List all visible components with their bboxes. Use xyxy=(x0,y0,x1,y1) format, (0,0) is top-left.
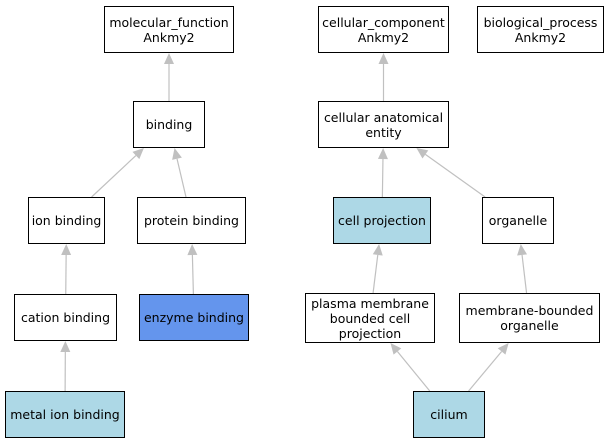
edge-binding-to-molecular_function xyxy=(164,53,174,101)
edge-line xyxy=(425,153,486,198)
node-label: cilium xyxy=(430,407,468,422)
edge-line xyxy=(372,254,379,294)
node-molecular-function: molecular_function Ankmy2 xyxy=(104,6,234,53)
arrowhead-icon xyxy=(497,343,509,355)
edge-line xyxy=(521,254,528,294)
node-label: enzyme binding xyxy=(143,310,244,325)
edge-cilium-to-membrane_bounded_organelle xyxy=(468,343,509,392)
edge-protein_binding-to-binding xyxy=(172,148,187,198)
edge-cilium-to-plasma_membrane_bounded_cell_projection xyxy=(390,343,431,392)
edge-enzyme_binding-to-protein_binding xyxy=(187,244,198,295)
arrowhead-icon xyxy=(172,148,182,160)
node-label: metal ion binding xyxy=(10,407,120,422)
node-label: protein binding xyxy=(143,213,239,228)
node-label: membrane-bounded organelle xyxy=(465,303,594,333)
node-cilium: cilium xyxy=(413,391,485,438)
node-organelle: organelle xyxy=(482,197,554,244)
arrowhead-icon xyxy=(378,53,389,64)
arrowhead-icon xyxy=(372,244,383,256)
arrowhead-icon xyxy=(390,343,402,355)
node-label: cellular_component Ankmy2 xyxy=(322,14,445,45)
node-label: binding xyxy=(145,117,193,132)
node-label: cellular anatomical entity xyxy=(323,109,444,140)
edge-line xyxy=(396,351,431,392)
edge-cell_projection-to-cellular_anatomical_entity xyxy=(377,148,388,198)
node-cellular-anatomical-entity: cellular anatomical entity xyxy=(318,101,449,148)
arrowhead-icon xyxy=(132,148,144,160)
node-label: cation binding xyxy=(20,310,111,325)
node-enzyme-binding: enzyme binding xyxy=(139,294,249,341)
edge-line xyxy=(91,155,137,198)
edge-ion_binding-to-binding xyxy=(91,148,144,198)
arrowhead-icon xyxy=(377,148,388,160)
edge-cellular_anatomical_entity-to-cellular_component xyxy=(378,53,389,101)
edge-line xyxy=(176,158,187,198)
node-biological-process: biological_process Ankmy2 xyxy=(477,6,604,53)
node-label: ion binding xyxy=(31,213,102,228)
edge-line xyxy=(381,158,384,198)
arrowhead-icon xyxy=(60,341,71,353)
node-ion-binding: ion binding xyxy=(28,197,105,244)
node-cell-projection: cell projection xyxy=(333,197,431,244)
node-label: molecular_function Ankmy2 xyxy=(109,14,229,45)
arrowhead-icon xyxy=(517,244,528,256)
node-binding: binding xyxy=(133,101,205,148)
arrowhead-icon xyxy=(164,53,174,64)
node-label: organelle xyxy=(488,213,548,228)
arrowhead-icon xyxy=(416,148,429,159)
node-protein-binding: protein binding xyxy=(137,197,246,244)
node-label: plasma membrane bounded cell projection xyxy=(311,295,429,341)
edge-membrane_bounded_organelle-to-organelle xyxy=(517,244,528,294)
edge-line xyxy=(191,254,194,295)
edge-plasma_membrane_bounded_cell_projection-to-cell_projection xyxy=(372,244,383,294)
arrowhead-icon xyxy=(187,244,198,256)
arrowhead-icon xyxy=(61,244,72,256)
edge-metal_ion_binding-to-cation_binding xyxy=(60,341,71,392)
edge-organelle-to-cellular_anatomical_entity xyxy=(416,148,486,198)
node-plasma-membrane-bounded-cell-projection: plasma membrane bounded cell projection xyxy=(305,293,435,343)
edge-cation_binding-to-ion_binding xyxy=(61,244,72,295)
node-cellular-component: cellular_component Ankmy2 xyxy=(318,6,449,53)
node-metal-ion-binding: metal ion binding xyxy=(5,391,125,438)
node-label: biological_process Ankmy2 xyxy=(483,14,598,45)
edge-line xyxy=(468,351,503,392)
node-cation-binding: cation binding xyxy=(14,294,117,341)
node-membrane-bounded-organelle: membrane-bounded organelle xyxy=(459,293,600,343)
node-label: cell projection xyxy=(338,213,426,228)
